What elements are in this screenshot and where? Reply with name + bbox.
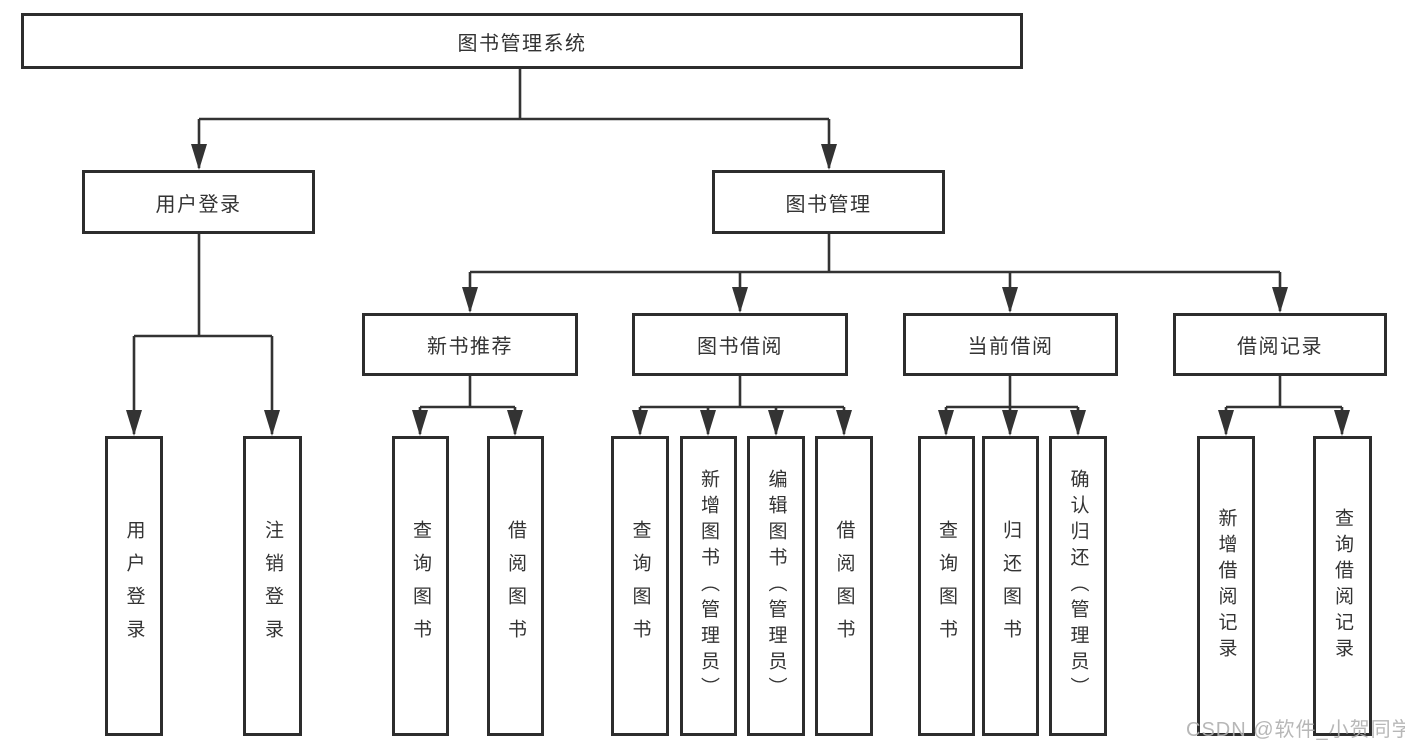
node-new-book-recommend: 新书推荐: [362, 313, 578, 376]
arrowhead-current-leaf2: [1002, 410, 1018, 436]
arrowhead-records-leaf1: [1218, 410, 1234, 436]
node-leaf-current-return-books: 归还图书: [982, 436, 1039, 736]
arrowhead-borrowing-leaf1: [632, 410, 648, 436]
node-leaf-current-query-books: 查询图书: [918, 436, 975, 736]
node-user-login: 用户登录: [82, 170, 315, 234]
arrowhead-book-management: [821, 144, 837, 170]
arrowhead-user-login: [191, 144, 207, 170]
node-root: 图书管理系统: [21, 13, 1023, 69]
csdn-watermark: CSDN @软件_小贺同学: [1186, 719, 1405, 741]
arrowhead-borrowing-leaf2: [700, 410, 716, 436]
node-leaf-records-query-record: 查询借阅记录: [1313, 436, 1372, 736]
node-leaf-current-confirm-return: 确认归还（管理员）: [1049, 436, 1107, 736]
node-leaf-records-add-record: 新增借阅记录: [1197, 436, 1255, 736]
arrowhead-book-borrowing: [732, 287, 748, 313]
arrowhead-recommend-leaf1: [412, 410, 428, 436]
node-current-borrowing: 当前借阅: [903, 313, 1118, 376]
arrowhead-records-leaf2: [1334, 410, 1350, 436]
node-leaf-borrow-edit-books: 编辑图书（管理员）: [747, 436, 805, 736]
arrowhead-leaf-user-login: [126, 410, 142, 436]
node-leaf-borrow-add-books: 新增图书（管理员）: [680, 436, 737, 736]
arrowhead-leaf-logout: [264, 410, 280, 436]
node-leaf-recommend-borrow-books: 借阅图书: [487, 436, 544, 736]
node-book-management: 图书管理: [712, 170, 945, 234]
arrowhead-current-leaf3: [1070, 410, 1086, 436]
node-book-borrowing: 图书借阅: [632, 313, 848, 376]
arrowhead-borrowing-leaf3: [768, 410, 784, 436]
arrowhead-new-book-recommend: [462, 287, 478, 313]
node-leaf-borrow-query-books: 查询图书: [611, 436, 669, 736]
node-leaf-user-login: 用户登录: [105, 436, 163, 736]
node-leaf-logout: 注销登录: [243, 436, 302, 736]
arrowhead-current-leaf1: [938, 410, 954, 436]
arrowhead-current-borrowing: [1002, 287, 1018, 313]
node-leaf-recommend-query-books: 查询图书: [392, 436, 449, 736]
arrowhead-recommend-leaf2: [507, 410, 523, 436]
node-borrowing-records: 借阅记录: [1173, 313, 1387, 376]
node-leaf-borrow-borrow-books: 借阅图书: [815, 436, 873, 736]
arrowhead-borrowing-leaf4: [836, 410, 852, 436]
arrowhead-borrowing-records: [1272, 287, 1288, 313]
